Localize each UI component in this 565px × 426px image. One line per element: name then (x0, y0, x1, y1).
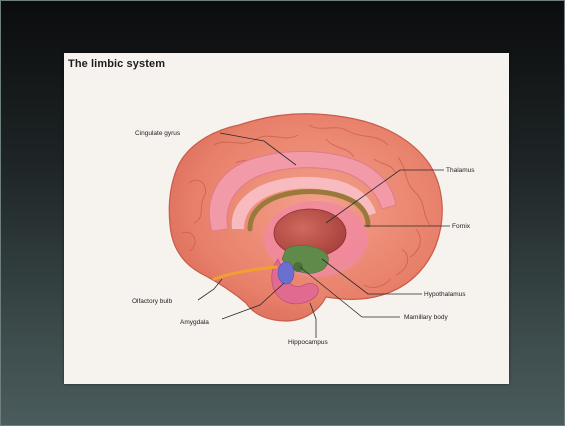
limbic-system-diagram: Cingulate gyrus Thalamus Fornix Olfactor… (64, 53, 509, 384)
label-mamillary-body: Mamillary body (404, 314, 448, 321)
label-amygdala: Amygdala (180, 319, 209, 326)
label-hippocampus: Hippocampus (288, 339, 328, 346)
label-fornix: Fornix (452, 223, 471, 230)
amygdala (278, 262, 294, 284)
label-cingulate-gyrus: Cingulate gyrus (135, 130, 181, 137)
label-olfactory-bulb: Olfactory bulb (132, 298, 172, 305)
label-hypothalamus: Hypothalamus (424, 291, 466, 298)
label-thalamus: Thalamus (446, 167, 475, 174)
mamillary-body (293, 262, 303, 272)
diagram-page: The limbic system (64, 53, 509, 384)
